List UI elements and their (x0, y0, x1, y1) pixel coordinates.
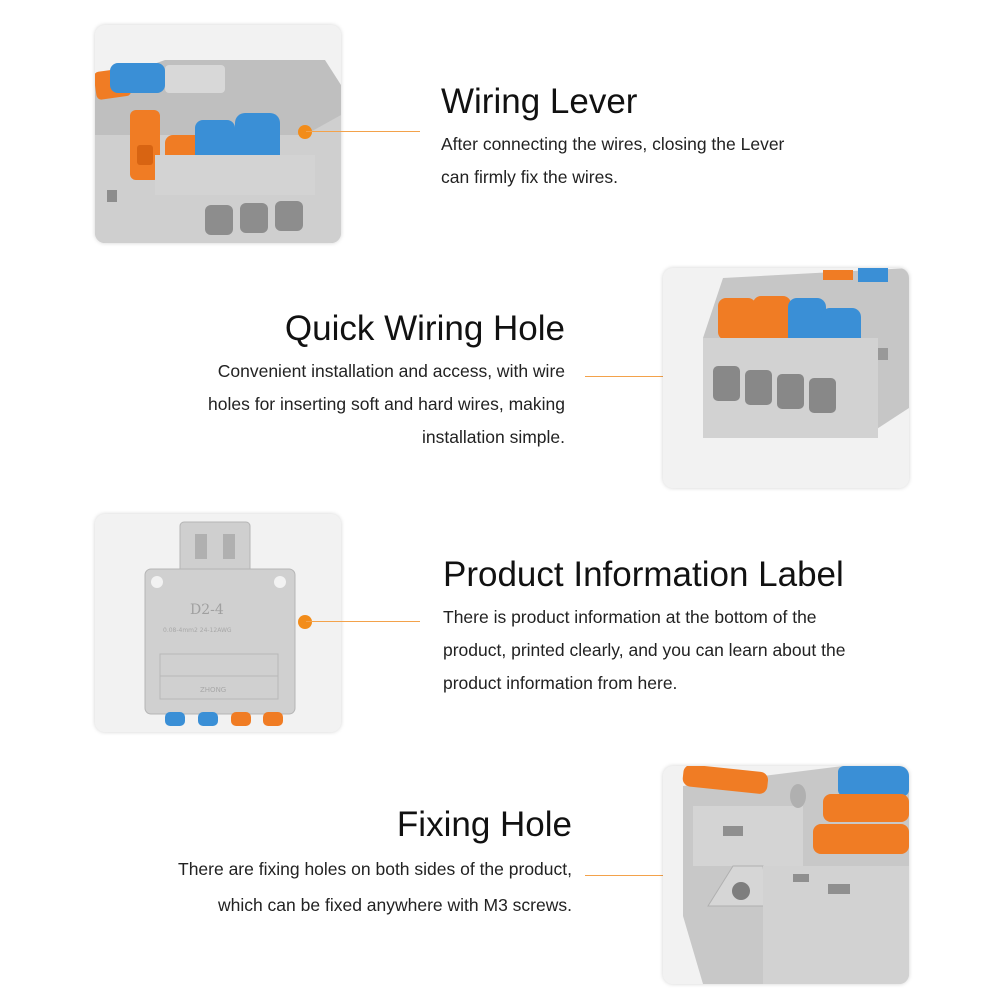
label-brand-text: ZHONG (200, 686, 226, 694)
description-line: holes for inserting soft and hard wires,… (208, 394, 565, 415)
description-line: can firmly fix the wires. (441, 167, 618, 188)
feature-fixing-hole: Fixing Hole There are fixing holes on bo… (90, 805, 572, 923)
product-label-pointer-dot (298, 615, 312, 629)
feature-description: Convenient installation and access, with… (90, 355, 565, 454)
description-line: After connecting the wires, closing the … (441, 134, 785, 155)
description-line: which can be fixed anywhere with M3 scre… (217, 895, 572, 916)
feature-description: After connecting the wires, closing the … (441, 128, 961, 194)
product-label-photo: D2-4 0.08-4mm2 24-12AWG ZHONG (95, 514, 341, 732)
feature-title: Wiring Lever (441, 82, 638, 121)
feature-title: Fixing Hole (396, 805, 572, 844)
description-line: installation simple. (422, 427, 565, 448)
fixing-hole-pointer-line (585, 875, 700, 876)
description-line: product information from here. (443, 673, 678, 694)
feature-description: There are fixing holes on both sides of … (90, 851, 572, 923)
description-line: There are fixing holes on both sides of … (178, 859, 572, 880)
description-line: product, printed clearly, and you can le… (443, 640, 846, 661)
description-line: There is product information at the bott… (443, 607, 817, 628)
quick-wiring-hole-photo (663, 268, 909, 488)
feature-quick-wiring-hole: Quick Wiring Hole Convenient installatio… (90, 309, 565, 454)
connector-side-illustration (663, 766, 909, 984)
feature-title: Product Information Label (443, 555, 844, 594)
label-spec-text: 0.08-4mm2 24-12AWG (163, 627, 232, 634)
feature-description: There is product information at the bott… (443, 601, 983, 700)
product-label-pointer-line (306, 621, 420, 622)
description-line: Convenient installation and access, with… (217, 361, 565, 382)
connector-holes-illustration (663, 268, 909, 488)
fixing-hole-photo (663, 766, 909, 984)
feature-wiring-lever: Wiring Lever After connecting the wires,… (441, 82, 961, 194)
feature-title: Quick Wiring Hole (284, 309, 565, 348)
quick-wiring-hole-pointer-line (585, 376, 700, 377)
feature-product-information-label: Product Information Label There is produ… (443, 555, 983, 700)
wiring-lever-pointer-dot (298, 125, 312, 139)
label-model-text: D2-4 (190, 602, 224, 618)
wiring-lever-pointer-line (306, 131, 420, 132)
